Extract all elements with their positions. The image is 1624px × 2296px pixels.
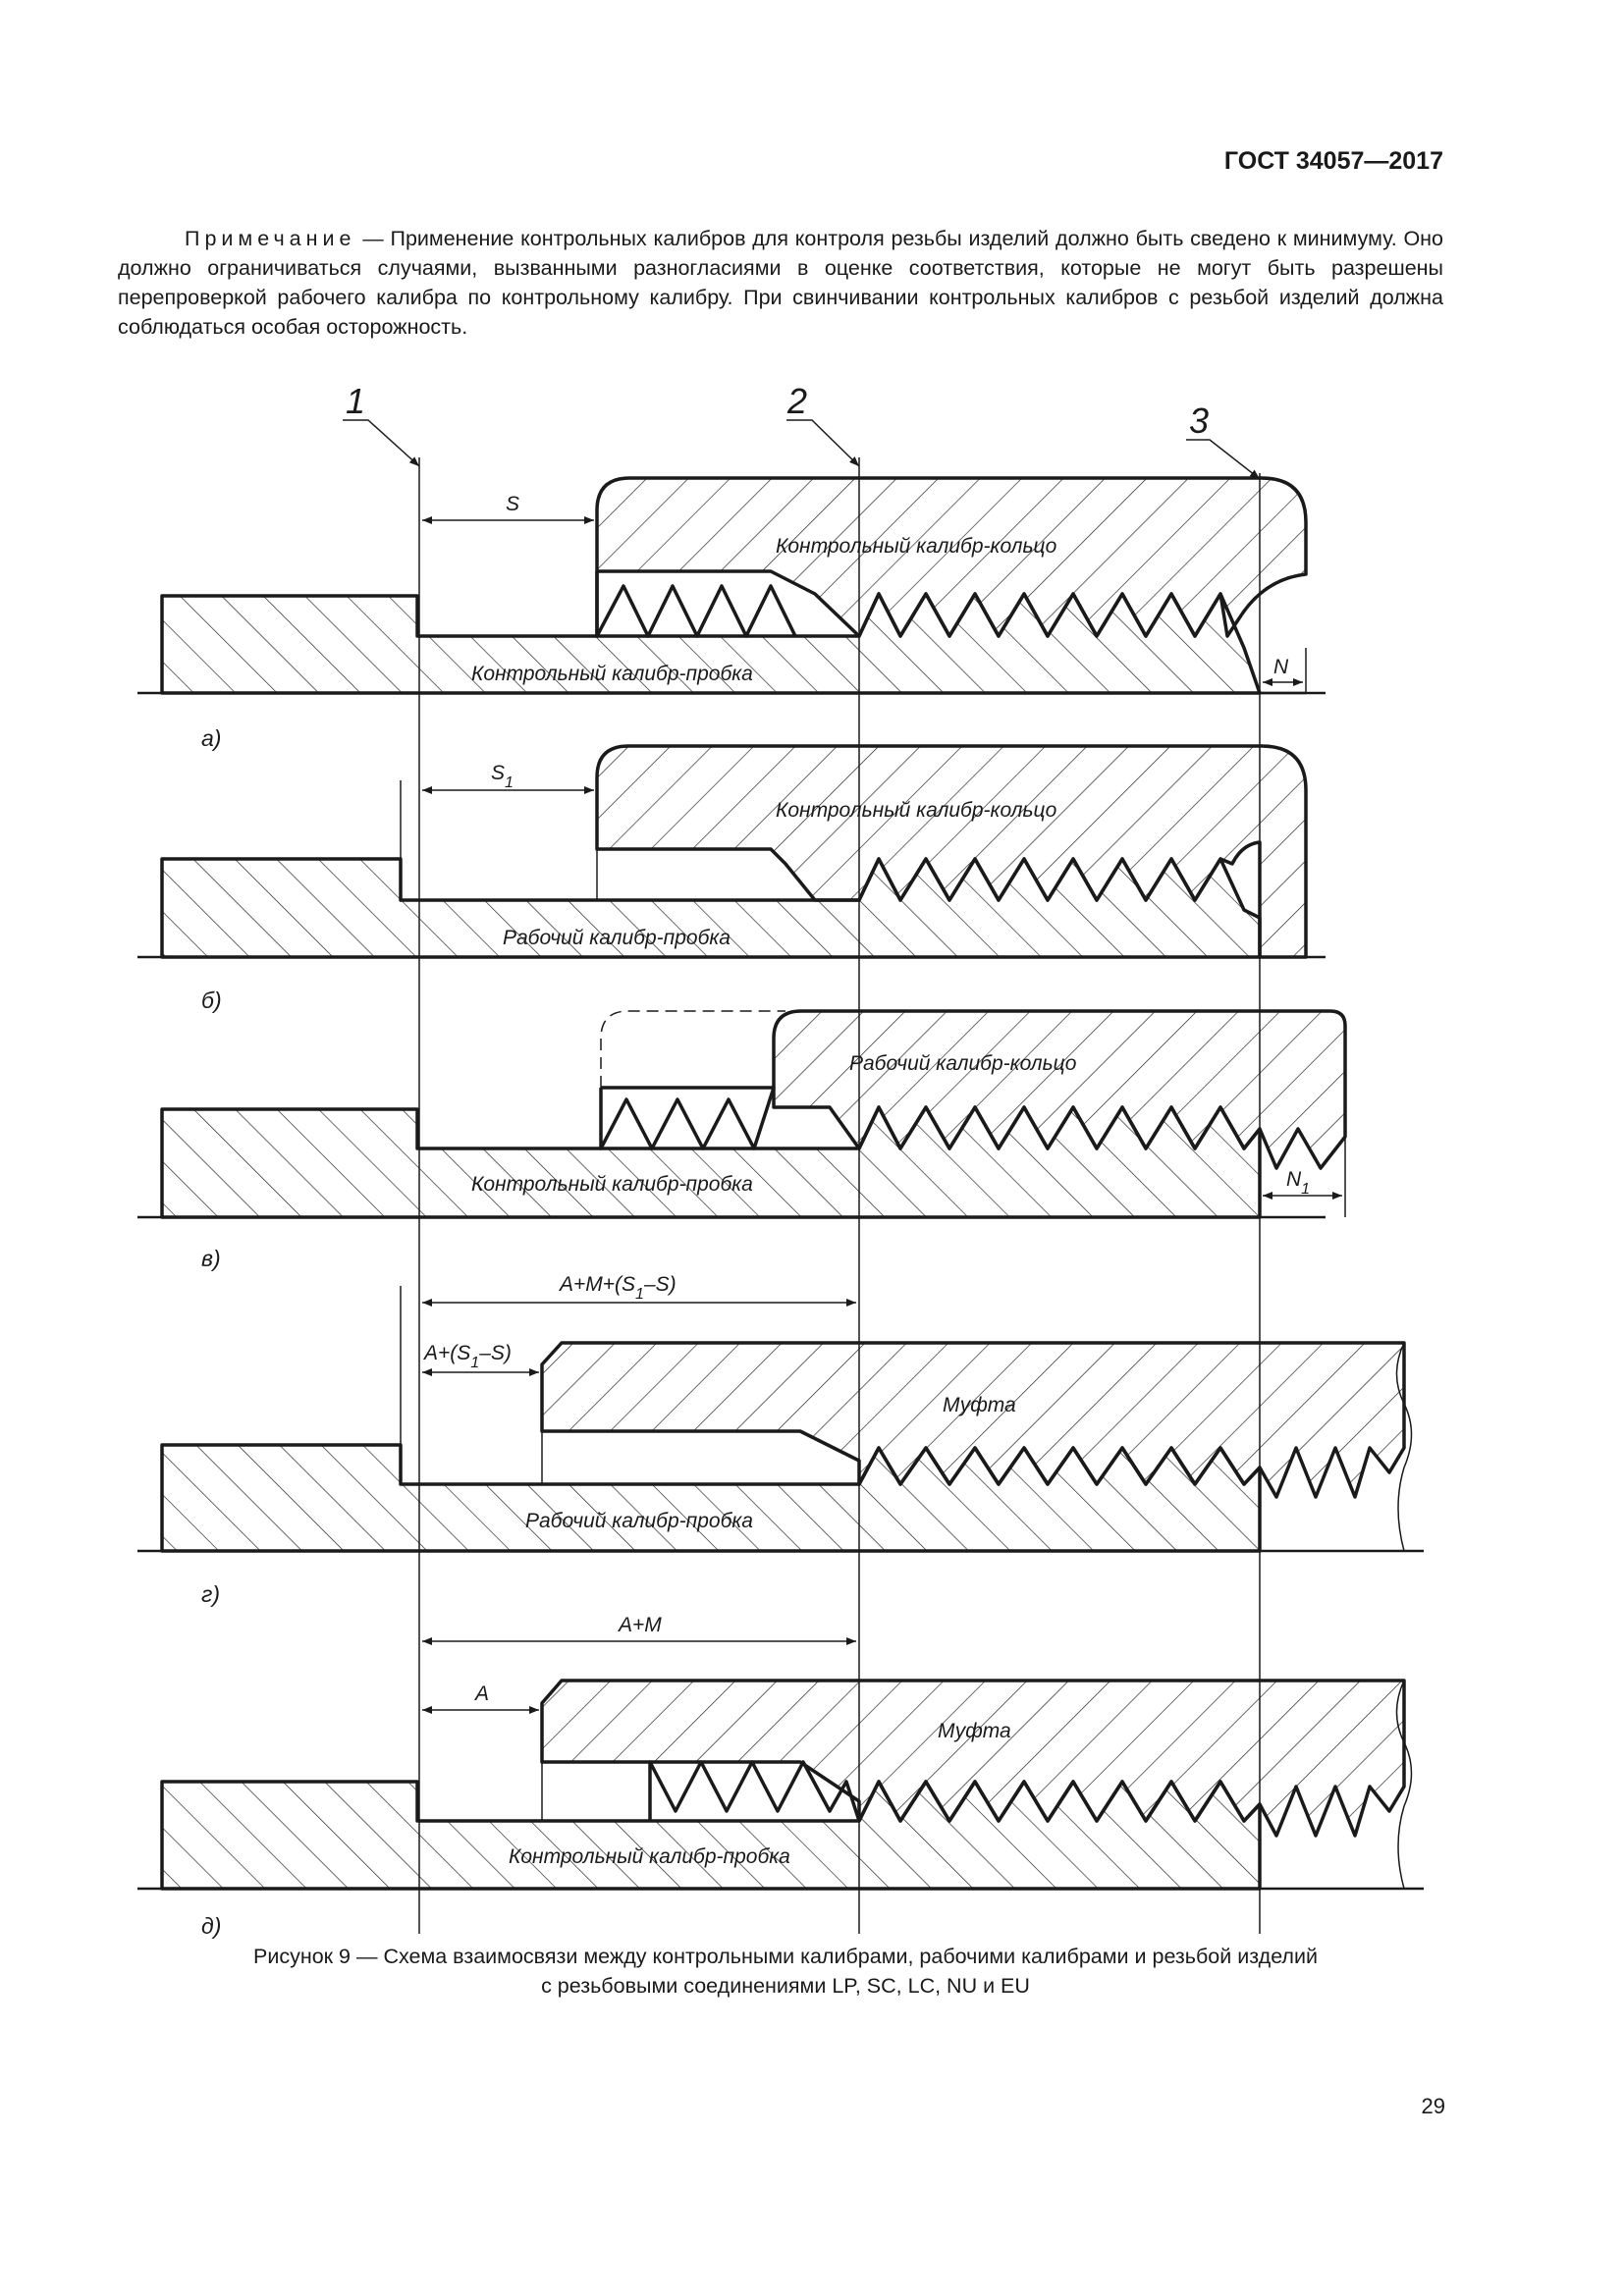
callout-3: 3 (1189, 400, 1209, 441)
coupling-broken-edge (1395, 1680, 1413, 1890)
coupling-body (540, 1679, 1406, 1838)
panel-e: Муфта Контрольный калибр-пробка A+M A д) (137, 1614, 1424, 1939)
note-text: — Применение контрольных калибров для ко… (118, 227, 1443, 339)
plug-label: Контрольный калибр-пробка (509, 1845, 790, 1868)
plug-label: Контрольный калибр-пробка (471, 1173, 753, 1196)
coupling-broken-edge (1395, 1342, 1413, 1552)
dimension-long-label: A+M (617, 1614, 662, 1636)
note-label: Примечание (185, 227, 356, 250)
ring-label: Контрольный калибр-кольцо (776, 535, 1057, 558)
panel-a: Контрольный калибр-кольцо Контрольный ка… (137, 476, 1326, 751)
dimension-s1-label: S1 (491, 762, 514, 791)
dimension-short-label: A (473, 1682, 489, 1705)
panel-letter: в) (201, 1246, 221, 1271)
figure-caption: Рисунок 9 — Схема взаимосвязи между конт… (98, 1942, 1473, 2001)
ring-inner-thread (595, 571, 797, 638)
coupling-body (540, 1341, 1406, 1499)
dimension-n1-label: N1 (1286, 1168, 1310, 1198)
plug-inner-thread (648, 1760, 861, 1822)
panel-letter: г) (201, 1581, 220, 1607)
dimension-n-label: N (1273, 656, 1289, 678)
coupling-label: Муфта (938, 1720, 1011, 1742)
plug-label: Рабочий калибр-пробка (503, 927, 731, 949)
ring-label: Контрольный калибр-кольцо (776, 799, 1057, 822)
document-header: ГОСТ 34057—2017 (1223, 147, 1443, 175)
panel-c: Рабочий калибр-кольцо Контрольный калибр… (137, 1009, 1347, 1271)
callout-1: 1 (346, 381, 365, 421)
caption-line-1: Рисунок 9 — Схема взаимосвязи между конт… (253, 1945, 1318, 1968)
panel-letter: б) (201, 988, 222, 1013)
page-number: 29 (1421, 2094, 1445, 2118)
callout-2: 2 (786, 381, 807, 421)
ring-label: Рабочий калибр-кольцо (849, 1052, 1077, 1075)
plug-label: Рабочий калибр-пробка (525, 1510, 753, 1532)
panel-letter: д) (201, 1913, 221, 1939)
dimension-s-label: S (506, 493, 519, 515)
ring-prior-position (600, 1010, 785, 1088)
plug-label: Контрольный калибр-пробка (471, 663, 753, 685)
caption-line-2: с резьбовыми соединениями LP, SC, LC, NU… (541, 1974, 1030, 1998)
note-paragraph: Примечание — Применение контрольных кали… (118, 224, 1443, 342)
panel-d: Муфта Рабочий калибр-пробка A+M+(S1–S) A… (137, 1273, 1424, 1607)
dimension-long-label: A+M+(S1–S) (558, 1273, 677, 1303)
ring-body (595, 476, 1308, 638)
panel-b: Контрольный калибр-кольцо Рабочий калибр… (137, 744, 1326, 1013)
panel-letter: а) (201, 725, 221, 751)
callouts (343, 419, 1261, 480)
ring-inner-thread (599, 1086, 776, 1150)
dimension-short-label: A+(S1–S) (422, 1342, 512, 1371)
coupling-label: Муфта (943, 1394, 1016, 1416)
ring-body (595, 744, 1308, 959)
